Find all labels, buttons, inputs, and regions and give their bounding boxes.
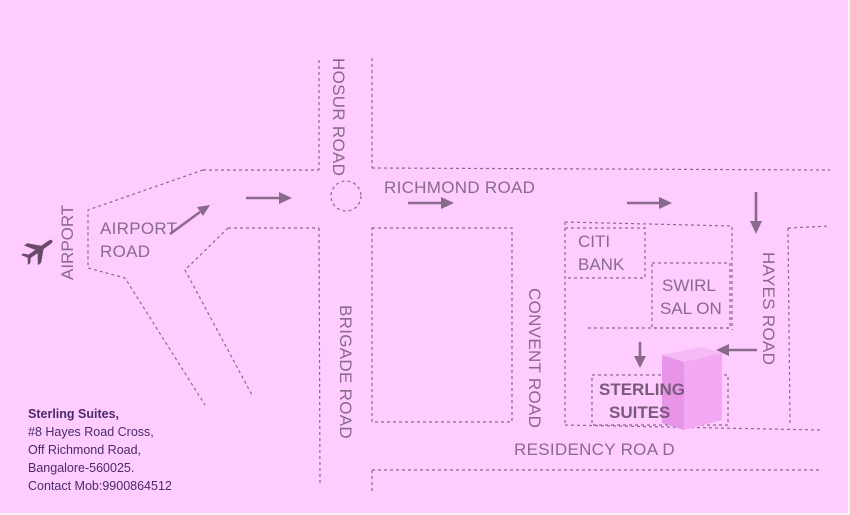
address-block: Sterling Suites, #8 Hayes Road Cross, Of… bbox=[28, 405, 172, 495]
address-line-2: Off Richmond Road, bbox=[28, 443, 142, 457]
airport-label: AIRPORT bbox=[58, 205, 77, 280]
direction-arrow-icon bbox=[634, 342, 646, 368]
contact-number: Contact Mob:9900864512 bbox=[28, 479, 172, 493]
direction-arrow-icon bbox=[716, 344, 757, 356]
swirl-salon-outline bbox=[651, 262, 731, 329]
hayes-road-right-top bbox=[787, 225, 831, 229]
brigade-road-label: BRIGADE ROAD bbox=[336, 305, 355, 439]
hotel-name: Sterling Suites, bbox=[28, 407, 119, 421]
direction-arrows bbox=[169, 192, 762, 368]
address-line-3: Bangalore-560025. bbox=[28, 461, 135, 475]
swirl-salon-label-line1: SWIRL bbox=[662, 276, 716, 295]
richmond-road-label: RICHMOND ROAD bbox=[384, 178, 535, 197]
road-outlines bbox=[87, 58, 831, 492]
block-brigade-convent bbox=[371, 227, 513, 423]
direction-arrow-icon bbox=[246, 192, 292, 204]
swirl-salon-label-line2: SAL ON bbox=[660, 299, 722, 318]
richmond-road-top-edge-right bbox=[371, 167, 831, 171]
direction-arrow-icon bbox=[169, 205, 210, 236]
direction-arrow-icon bbox=[627, 197, 672, 209]
roundabout-icon bbox=[330, 180, 362, 212]
hotel-label-line1: STERLING bbox=[599, 380, 685, 399]
address-line-1: #8 Hayes Road Cross, bbox=[28, 425, 154, 439]
airplane-icon bbox=[20, 239, 53, 266]
citi-bank-label-line2: BANK bbox=[578, 255, 625, 274]
hayes-block-top bbox=[564, 221, 733, 330]
citi-bank-label-line1: CITI bbox=[578, 232, 610, 251]
residency-road-label: RESIDENCY ROA D bbox=[514, 440, 675, 459]
convent-road-label: CONVENT ROAD bbox=[525, 288, 544, 428]
citi-bank-outline bbox=[565, 227, 646, 279]
airport-road-label-line2: ROAD bbox=[100, 242, 150, 261]
hotel-building-icon bbox=[662, 347, 722, 430]
hayes-road-label: HAYES ROAD bbox=[759, 252, 778, 365]
airport-road-label-line1: AIRPORT bbox=[100, 219, 177, 238]
direction-arrow-icon bbox=[750, 192, 762, 234]
hayes-road-right-edge bbox=[787, 227, 791, 426]
brigade-road-left-edge bbox=[318, 227, 321, 486]
hotel-label-line2: SUITES bbox=[609, 403, 670, 422]
direction-arrow-icon bbox=[408, 197, 454, 209]
airport-road-lower-edge bbox=[184, 227, 253, 396]
hosur-road-label: HOSUR ROAD bbox=[329, 58, 348, 176]
airport-road-upper-edge bbox=[87, 169, 206, 406]
